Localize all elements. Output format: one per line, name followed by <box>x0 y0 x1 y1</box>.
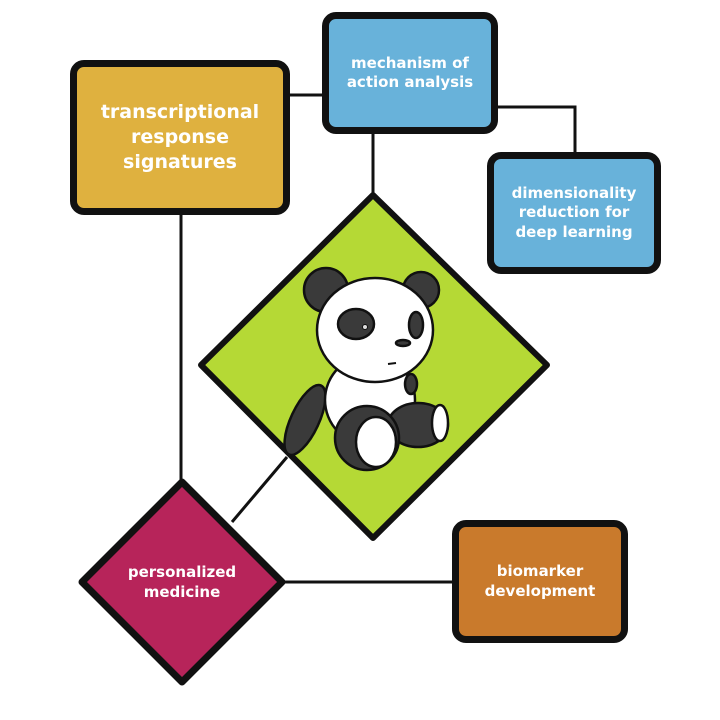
node-label: dimensionality reduction for deep learni… <box>511 183 637 241</box>
node-mechanism-of-action-analysis: mechanism of action analysis <box>322 12 498 134</box>
panda-icon <box>283 266 450 472</box>
node-label: personalized medicine <box>127 562 237 601</box>
node-label: transcriptional response signatures <box>100 101 260 173</box>
connector-panda-personalized <box>230 456 289 523</box>
node-dimensionality-reduction: dimensionality reduction for deep learni… <box>487 152 661 274</box>
node-biomarker-development: biomarker development <box>452 520 628 643</box>
node-transcriptional-response-signatures: transcriptional response signatures <box>70 60 290 215</box>
personalized-medicine-diamond <box>78 478 286 686</box>
node-label: mechanism of action analysis <box>346 53 474 92</box>
connector-mechanism-dimensionality <box>494 105 577 155</box>
node-personalized-medicine: personalized medicine <box>112 552 252 612</box>
node-label: biomarker development <box>484 562 596 600</box>
